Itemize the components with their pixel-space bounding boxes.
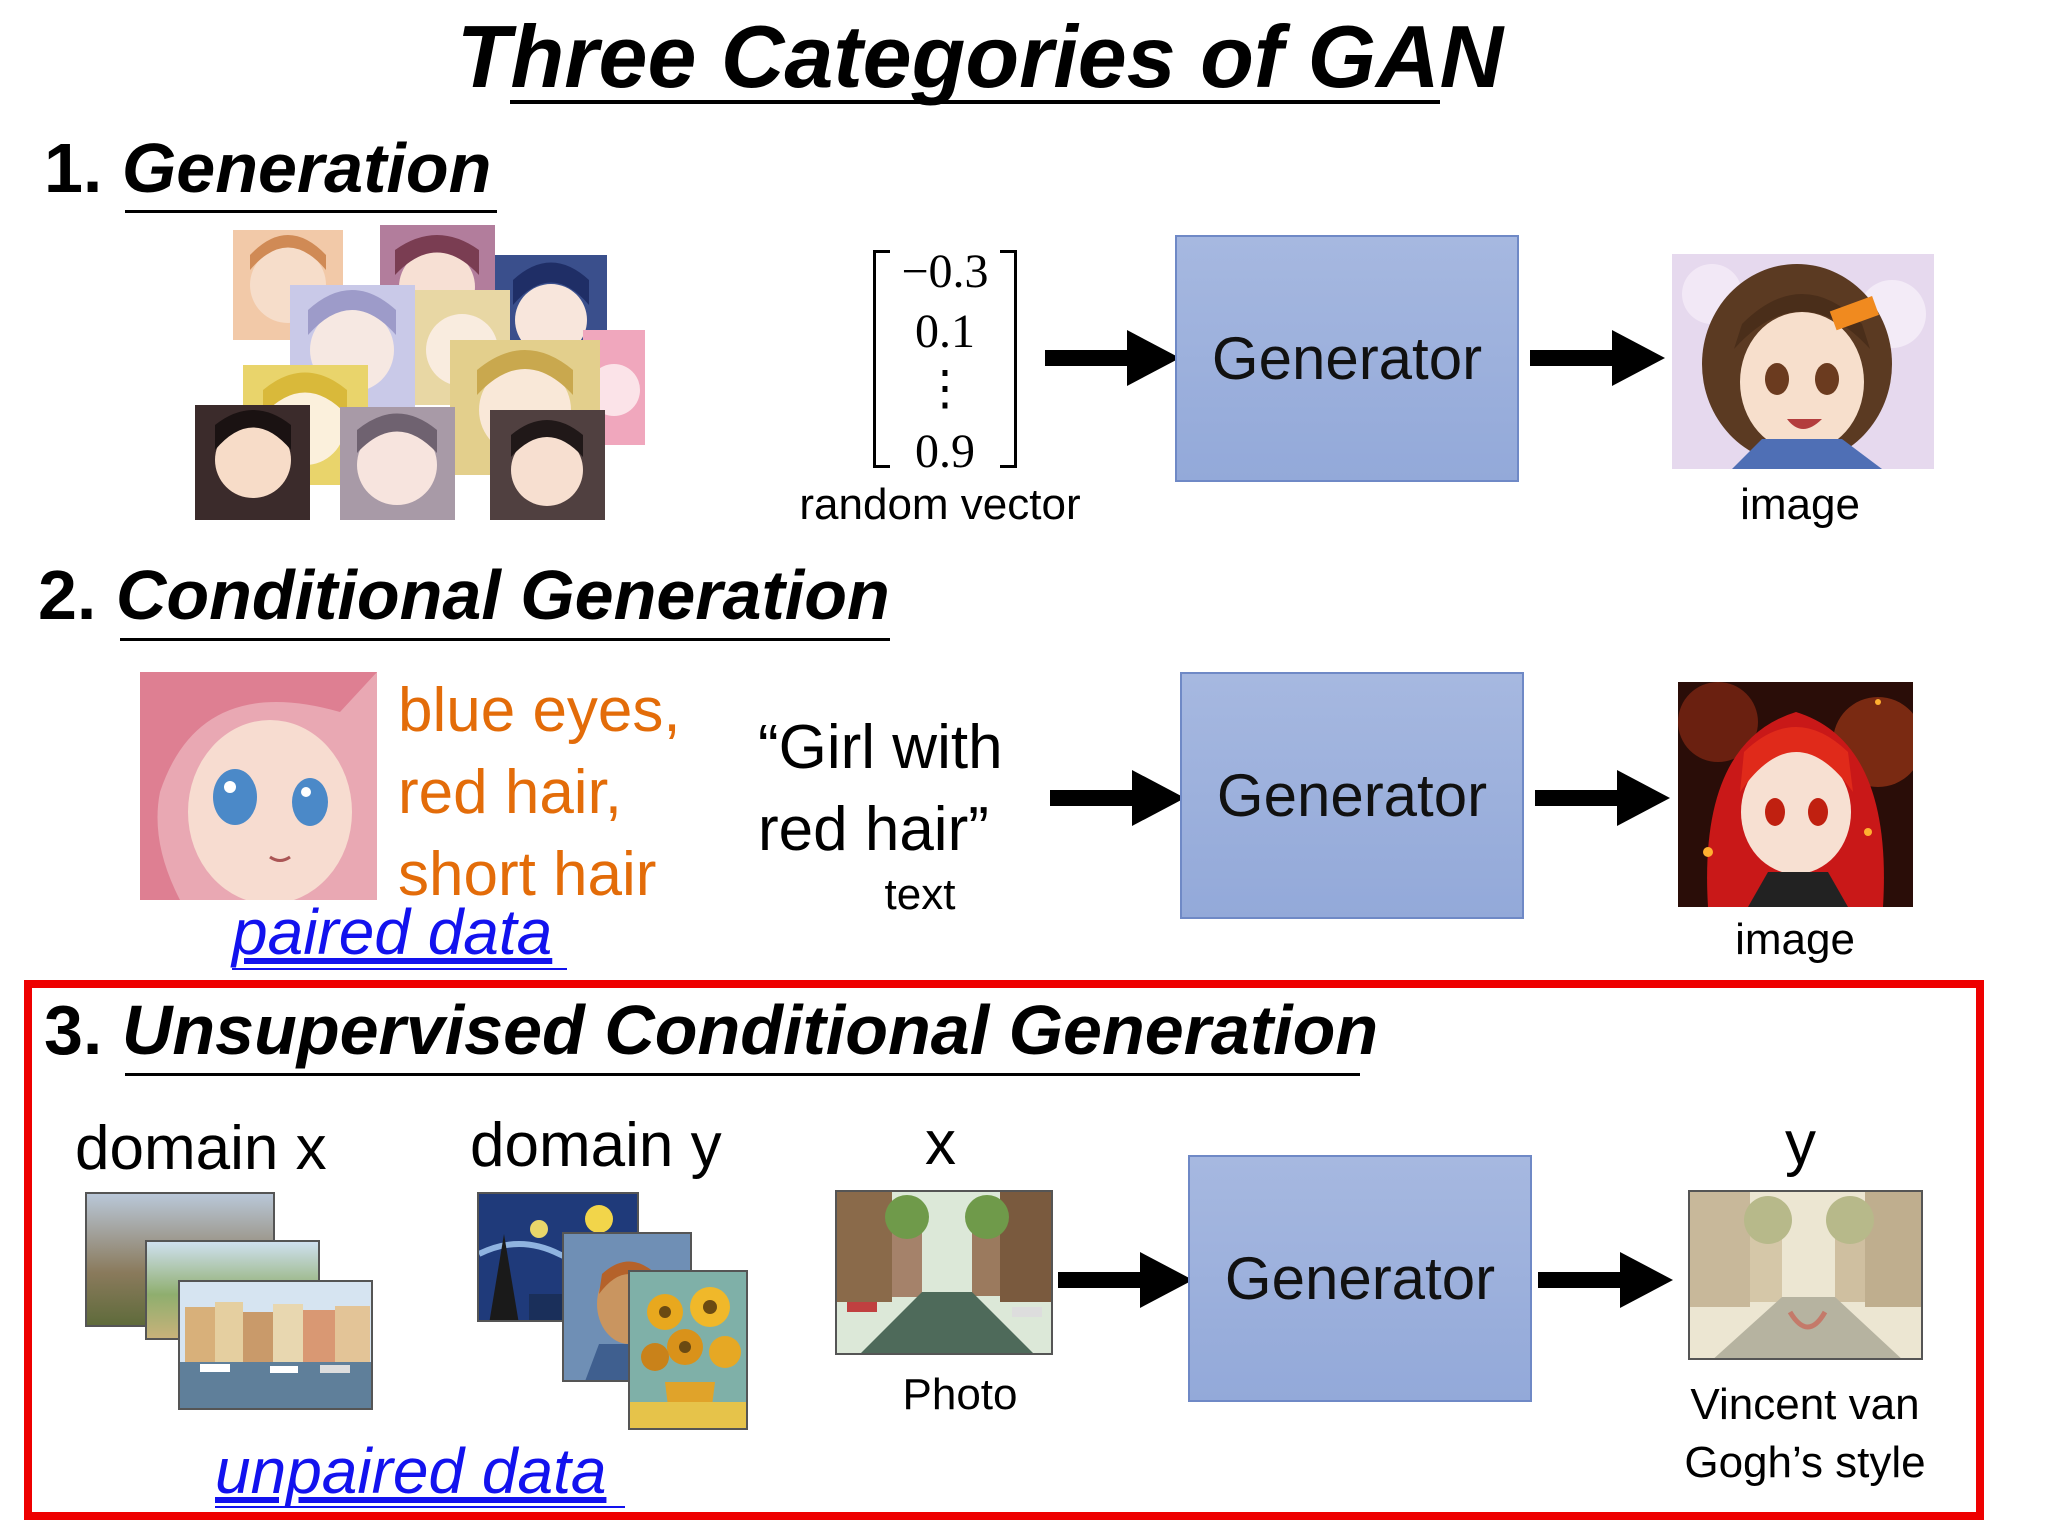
page-title: Three Categories of GAN bbox=[456, 7, 1504, 106]
output-var-y: y bbox=[1785, 1109, 1816, 1178]
paired-data-label: paired data bbox=[232, 896, 553, 968]
output-caption-line-1: Vincent van bbox=[1690, 1380, 1920, 1429]
vector-value-4: 0.9 bbox=[915, 425, 975, 478]
domain-y-painting-sunflowers bbox=[628, 1270, 748, 1430]
van-gogh-style-output-image bbox=[1688, 1190, 1923, 1360]
section-2-name: Conditional Generation bbox=[115, 556, 890, 634]
text-input-line-1: “Girl with bbox=[758, 713, 1003, 782]
anime-faces-collage bbox=[195, 225, 655, 520]
text-caption: text bbox=[884, 870, 956, 919]
generator-box-2: Generator bbox=[1180, 672, 1524, 919]
arrow-right-icon bbox=[1535, 770, 1670, 826]
arrow-right-icon bbox=[1538, 1252, 1673, 1308]
output-caption-2: image bbox=[1735, 915, 1855, 964]
attribute-red-hair: red hair, bbox=[398, 758, 623, 827]
unpaired-data-underline bbox=[215, 1506, 625, 1508]
title-underline bbox=[510, 100, 1440, 104]
pink-hair-face-image bbox=[140, 672, 377, 900]
section-2-underline bbox=[120, 638, 890, 641]
section-3-number: 3. bbox=[44, 991, 103, 1069]
vector-right-bracket bbox=[1000, 250, 1017, 468]
output-caption-line-2: Gogh’s style bbox=[1684, 1438, 1926, 1487]
highlight-frame bbox=[24, 980, 1984, 1520]
section-2-heading: 2. Conditional Generation bbox=[38, 555, 890, 635]
attribute-blue-eyes: blue eyes, bbox=[398, 676, 681, 745]
arrow-right-icon bbox=[1058, 1252, 1193, 1308]
domain-y-label: domain y bbox=[470, 1111, 722, 1180]
paired-data-underline bbox=[232, 968, 567, 970]
section-1-number: 1. bbox=[44, 129, 103, 207]
unpaired-data-label: unpaired data bbox=[215, 1435, 607, 1507]
vector-value-ellipsis: ⋮ bbox=[921, 362, 969, 415]
red-hair-output-image bbox=[1678, 682, 1913, 907]
section-2-number: 2. bbox=[38, 556, 97, 634]
canal-photo bbox=[835, 1190, 1053, 1355]
arrow-right-icon bbox=[1530, 330, 1665, 386]
text-input-line-2: red hair” bbox=[758, 795, 989, 864]
section-3-name: Unsupervised Conditional Generation bbox=[121, 991, 1379, 1069]
section-1-heading: 1. Generation bbox=[44, 128, 491, 208]
arrow-right-icon bbox=[1050, 770, 1185, 826]
section-3-underline bbox=[125, 1073, 1360, 1076]
arrow-right-icon bbox=[1045, 330, 1180, 386]
section-1-name: Generation bbox=[121, 129, 492, 207]
input-var-x: x bbox=[925, 1109, 956, 1178]
attribute-short-hair: short hair bbox=[398, 840, 657, 909]
vector-value-1: −0.3 bbox=[901, 245, 989, 298]
vector-left-bracket bbox=[873, 250, 890, 468]
output-caption-1: image bbox=[1740, 480, 1860, 529]
domain-x-label: domain x bbox=[75, 1114, 327, 1183]
generated-anime-image bbox=[1672, 254, 1934, 469]
vector-caption: random vector bbox=[799, 480, 1081, 529]
generator-box-3: Generator bbox=[1188, 1155, 1532, 1402]
vector-value-2: 0.1 bbox=[915, 305, 975, 358]
generator-box-1: Generator bbox=[1175, 235, 1519, 482]
section-3-heading: 3. Unsupervised Conditional Generation bbox=[44, 990, 1378, 1070]
input-caption: Photo bbox=[902, 1370, 1018, 1419]
section-1-underline bbox=[125, 210, 497, 213]
domain-x-photo-harbor bbox=[178, 1280, 373, 1410]
